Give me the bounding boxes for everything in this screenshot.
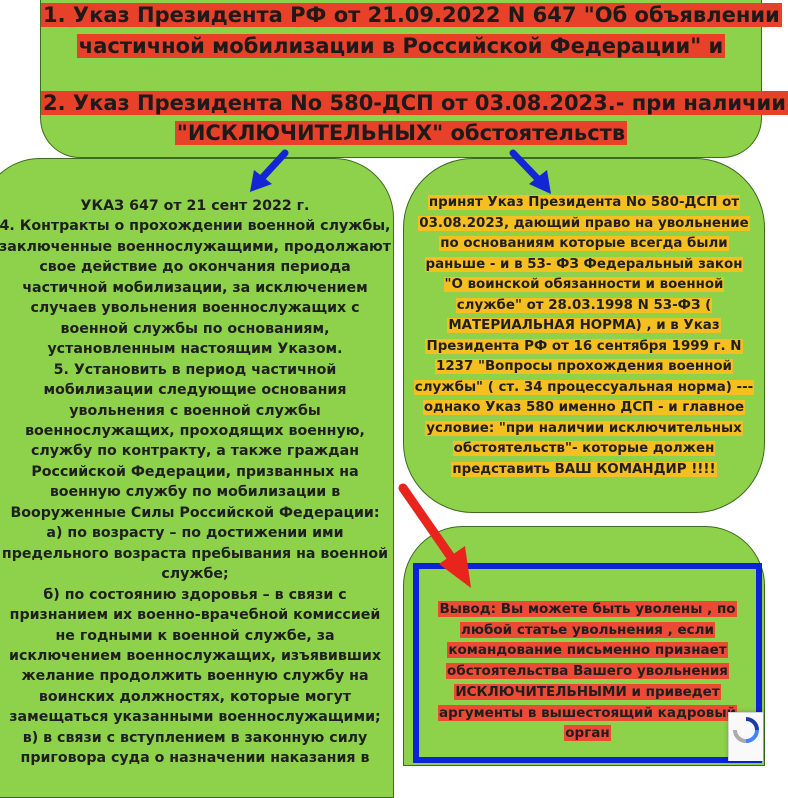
red-arrow bbox=[398, 483, 471, 588]
text-line: Российской Федерации, призванных на bbox=[31, 463, 359, 480]
header-line-2: частичной мобилизации в Российской Федер… bbox=[76, 34, 726, 58]
text-line: любой статье увольнения , если bbox=[459, 621, 716, 638]
header-line-1: 1. Указ Президента РФ от 21.09.2022 N 64… bbox=[41, 3, 782, 27]
text-line: "О воинской обязанности и военной bbox=[443, 277, 725, 292]
text-line: обстоятельств"- которые должен bbox=[452, 441, 716, 456]
text-line: раньше - и в 53- ФЗ Федеральный закон bbox=[424, 256, 744, 272]
text-line: б) по состоянию здоровья – в связи с bbox=[43, 586, 347, 603]
header-line-4: "ИСКЛЮЧИТЕЛЬНЫХ" обстоятельств bbox=[174, 121, 628, 145]
decree-580-text: принят Указ Президента No 580-ДСП от 03.… bbox=[404, 193, 764, 480]
text-line: командование письменно признает bbox=[447, 642, 728, 659]
text-line: службе" от 28.03.1998 N 53-ФЗ ( bbox=[455, 297, 713, 313]
recaptcha-badge[interactable] bbox=[728, 712, 763, 761]
text-line: УКАЗ 647 от 21 сент 2022 г. bbox=[80, 198, 310, 214]
text-line: 1237 "Вопросы прохождения военной bbox=[435, 359, 733, 374]
text-line: замещаться указанными военнослужащими; bbox=[9, 709, 381, 726]
text-line: а) по возрасту – по достижении ими bbox=[46, 525, 344, 542]
header-box: 1. Указ Президента РФ от 21.09.2022 N 64… bbox=[40, 0, 788, 158]
text-line: принят Указ Президента No 580-ДСП от bbox=[427, 195, 741, 210]
text-line: службы" ( ст. 34 процессуальная норма) -… bbox=[413, 379, 755, 395]
text-line: однако Указ 580 именно ДСП - и главное bbox=[422, 400, 746, 415]
blue-arrow-right bbox=[509, 149, 551, 194]
text-line: исключением военнослужащих, изъявивших bbox=[9, 647, 381, 664]
text-line: Вооруженные Силы Российской Федерации: bbox=[10, 504, 380, 521]
text-line: приговора суда о назначении наказания в bbox=[20, 750, 370, 767]
text-line: службе; bbox=[161, 566, 229, 583]
text-line: 5. Установить в период частичной bbox=[53, 361, 337, 378]
decree-647-box: УКАЗ 647 от 21 сент 2022 г. 4. Контракты… bbox=[0, 158, 394, 798]
text-line: представить ВАШ КОМАНДИР !!!! bbox=[451, 461, 717, 477]
recaptcha-icon bbox=[733, 717, 759, 743]
text-line: военную службу по мобилизации в bbox=[49, 484, 341, 501]
text-line: обстоятельства Вашего увольнения bbox=[446, 663, 729, 680]
text-line: военнослужащих, проходящих военную, bbox=[25, 422, 365, 439]
text-line: по основаниям которые всегда были bbox=[439, 236, 729, 251]
decree-647-text: УКАЗ 647 от 21 сент 2022 г. 4. Контракты… bbox=[0, 196, 391, 769]
text-line: не годными к военной службе, за bbox=[55, 627, 335, 644]
text-line: желание продолжить военную службу на bbox=[21, 668, 369, 685]
text-line: военной службы по основаниям, bbox=[60, 320, 330, 337]
text-line: 4. Контракты о прохождении военной служб… bbox=[0, 218, 391, 235]
text-line: МАТЕРИАЛЬНАЯ НОРМА) , и в Указ bbox=[447, 318, 721, 333]
text-line: орган bbox=[564, 725, 611, 742]
text-line: ИСКЛЮЧИТЕЛЬНЫМИ и приведет bbox=[454, 683, 721, 700]
text-line: аргументы в вышестоящий кадровый bbox=[438, 704, 737, 721]
text-line: мобилизации следующие основания bbox=[43, 382, 347, 399]
header-line-3: 2. Указ Президента No 580-ДСП от 03.08.2… bbox=[41, 91, 788, 115]
conclusion-box: Вывод: Вы можете быть уволены , по любой… bbox=[413, 563, 762, 763]
text-line: частичной мобилизации, за исключением bbox=[22, 279, 368, 296]
text-line: установленным настоящим Указом. bbox=[47, 341, 343, 358]
text-line: службу по контракту, а также граждан bbox=[30, 443, 360, 460]
text-line: условие: "при наличии исключительных bbox=[425, 420, 743, 436]
decree-580-box: принят Указ Президента No 580-ДСП от 03.… bbox=[403, 158, 765, 513]
text-line: предельного возраста пребывания на военн… bbox=[1, 545, 389, 562]
text-line: свое действие до окончания периода bbox=[39, 259, 351, 276]
text-line: признанием их военно-врачебной комиссией bbox=[9, 607, 381, 624]
text-line: в) в связи с вступлением в законную силу bbox=[22, 729, 368, 746]
text-line: воинских должностях, которые могут bbox=[38, 688, 352, 705]
text-line: увольнения с военной службы bbox=[69, 402, 321, 419]
blue-arrow-left bbox=[250, 149, 289, 192]
text-line: случаев увольнения военнослужащих с bbox=[30, 300, 360, 317]
conclusion-text: Вывод: Вы можете быть уволены , по любой… bbox=[419, 599, 756, 744]
text-line: Президента РФ от 16 сентября 1999 г. N bbox=[425, 338, 743, 354]
text-line: 03.08.2023, дающий право на увольнение bbox=[418, 215, 750, 231]
text-line: Вывод: Вы можете быть уволены , по bbox=[438, 601, 737, 617]
text-line: заключенные военнослужащими, продолжают bbox=[0, 238, 391, 255]
